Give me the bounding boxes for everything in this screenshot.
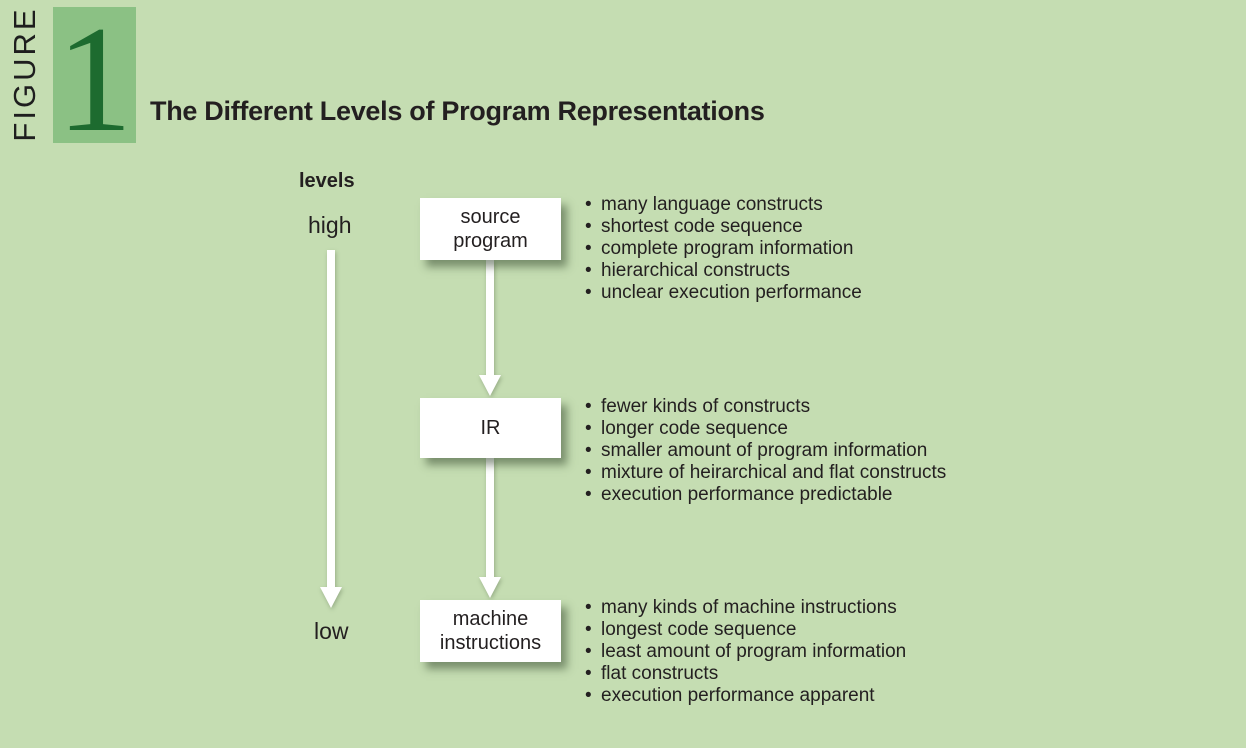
- bullet-text: flat constructs: [601, 663, 719, 684]
- bullet-icon: •: [585, 619, 592, 640]
- high-to-low-arrow: [320, 250, 342, 608]
- arrow-ir-to-machine: [479, 458, 501, 598]
- bullet-text: many language constructs: [601, 194, 823, 215]
- list-item: • execution performance apparent: [585, 685, 906, 707]
- list-item: • hierarchical constructs: [585, 260, 862, 282]
- figure-number: 1: [56, 0, 133, 163]
- bullet-icon: •: [585, 418, 592, 439]
- machine-instructions-bullet-list: • many kinds of machine instructions • lon…: [585, 597, 906, 707]
- figure-kicker-label: FIGURE: [7, 6, 42, 142]
- bullet-icon: •: [585, 440, 592, 461]
- bullet-text: complete program information: [601, 238, 854, 259]
- bullet-icon: •: [585, 396, 592, 417]
- list-item: • longer code sequence: [585, 418, 946, 440]
- levels-low-label: low: [314, 618, 349, 644]
- node-machine-instructions: machine instructions: [420, 600, 561, 662]
- list-item: • many kinds of machine instructions: [585, 597, 906, 619]
- list-item: • complete program information: [585, 238, 862, 260]
- list-item: • execution performance predictable: [585, 484, 946, 506]
- bullet-text: least amount of program information: [601, 641, 907, 662]
- node-label-line: IR: [480, 417, 501, 439]
- arrow-source-to-ir: [479, 260, 501, 396]
- node-label-line: machine: [452, 608, 529, 630]
- figure-number-badge: 1: [53, 3, 136, 155]
- node-label-line: instructions: [439, 632, 542, 654]
- arrow-shaft: [327, 250, 335, 588]
- figure-title: The Different Levels of Program Represen…: [150, 96, 765, 126]
- list-item: • flat constructs: [585, 663, 906, 685]
- bullet-icon: •: [585, 216, 592, 237]
- ir-bullet-list: • fewer kinds of constructs • longer code …: [585, 396, 946, 506]
- arrow-head-icon: [479, 375, 501, 396]
- arrow-head-icon: [479, 577, 501, 598]
- bullet-text: longer code sequence: [601, 418, 788, 439]
- arrow-shaft: [486, 458, 494, 578]
- list-item: • unclear execution performance: [585, 282, 862, 304]
- bullet-icon: •: [585, 238, 592, 259]
- bullet-text: execution performance apparent: [601, 685, 875, 706]
- bullet-icon: •: [585, 282, 592, 303]
- source-program-bullet-list: • many language constructs • shortest code…: [585, 194, 862, 304]
- list-item: • fewer kinds of constructs: [585, 396, 946, 418]
- bullet-text: fewer kinds of constructs: [601, 396, 811, 417]
- bullet-icon: •: [585, 260, 592, 281]
- bullet-text: hierarchical constructs: [601, 260, 791, 281]
- bullet-text: smaller amount of program information: [601, 440, 928, 461]
- bullet-icon: •: [585, 597, 592, 618]
- bullet-text: unclear execution performance: [601, 282, 862, 303]
- list-item: • shortest code sequence: [585, 216, 862, 238]
- bullet-text: execution performance predictable: [601, 484, 893, 505]
- node-source-program: source program: [420, 198, 561, 260]
- bullet-icon: •: [585, 685, 592, 706]
- bullet-text: many kinds of machine instructions: [601, 597, 897, 618]
- levels-axis-label: levels: [299, 170, 355, 192]
- bullet-icon: •: [585, 663, 592, 684]
- bullet-icon: •: [585, 194, 592, 215]
- list-item: • longest code sequence: [585, 619, 906, 641]
- figure-kicker: FIGURE: [4, 6, 46, 142]
- list-item: • smaller amount of program information: [585, 440, 946, 462]
- list-item: • mixture of heirarchical and flat constr…: [585, 462, 946, 484]
- bullet-icon: •: [585, 484, 592, 505]
- node-ir: IR: [420, 398, 561, 458]
- levels-high-label: high: [308, 212, 352, 238]
- bullet-text: mixture of heirarchical and flat constru…: [601, 462, 947, 483]
- arrow-head-icon: [320, 587, 342, 608]
- bullet-icon: •: [585, 462, 592, 483]
- arrow-shaft: [486, 260, 494, 376]
- node-label-line: source: [460, 206, 521, 228]
- bullet-text: longest code sequence: [601, 619, 797, 640]
- node-label-line: program: [453, 230, 528, 252]
- list-item: • least amount of program information: [585, 641, 906, 663]
- bullet-text: shortest code sequence: [601, 216, 803, 237]
- bullet-icon: •: [585, 641, 592, 662]
- list-item: • many language constructs: [585, 194, 862, 216]
